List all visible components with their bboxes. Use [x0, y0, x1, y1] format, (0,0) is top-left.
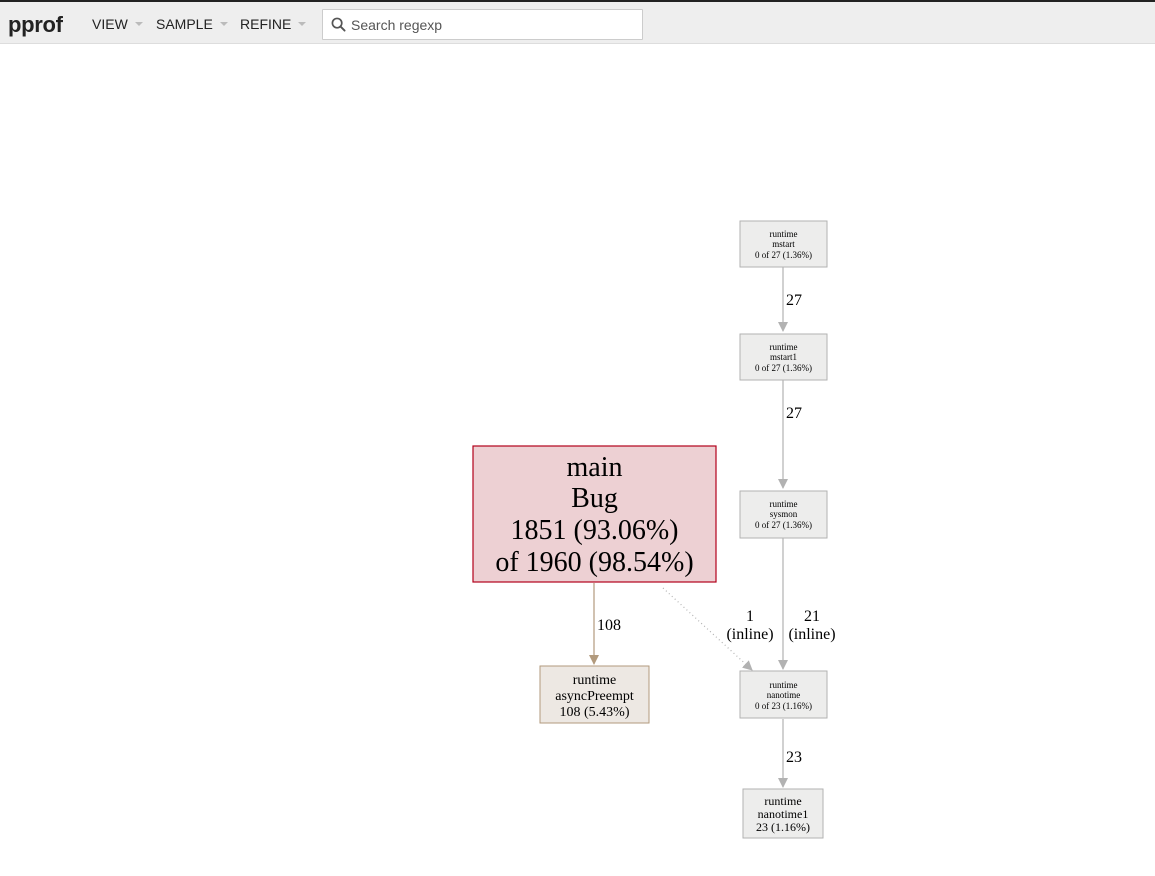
search-box[interactable]	[322, 9, 643, 40]
node-label: 1851 (93.06%)	[511, 515, 679, 546]
node-label: Bug	[571, 483, 618, 514]
node-label: runtime	[770, 342, 798, 352]
chevron-down-icon	[134, 22, 143, 26]
graph-node-runtime-mstart[interactable]: runtime mstart 0 of 27 (1.36%)	[739, 220, 828, 268]
app-logo[interactable]: pprof	[8, 12, 63, 37]
edge-label: 1	[746, 608, 754, 625]
edge-label: 23	[786, 749, 802, 766]
graph-node-runtime-sysmon[interactable]: runtime sysmon 0 of 27 (1.36%)	[739, 490, 828, 539]
edge-label: (inline)	[788, 626, 835, 643]
edge-label: (inline)	[726, 626, 773, 643]
menu-view[interactable]: VIEW	[92, 16, 143, 32]
menu-view-label: VIEW	[92, 16, 128, 32]
graph-edge[interactable]: 27	[778, 380, 802, 489]
call-graph[interactable]: 27 27 108 1 (inline) 21 (inline) 23 runt…	[0, 46, 1155, 876]
edge-label: 108	[597, 617, 621, 634]
chevron-down-icon	[298, 22, 307, 26]
node-label: nanotime	[767, 690, 801, 700]
edge-label: 27	[786, 292, 802, 309]
node-label: asyncPreempt	[555, 689, 634, 704]
search-input[interactable]	[351, 10, 636, 39]
edge-label: 21	[804, 608, 820, 625]
node-label: runtime	[573, 673, 617, 688]
menu-refine[interactable]: REFINE	[240, 16, 307, 32]
node-label: 0 of 23 (1.16%)	[755, 701, 812, 711]
edge-label: 27	[786, 405, 802, 422]
node-label: runtime	[770, 499, 798, 509]
node-label: mstart	[772, 239, 795, 249]
node-label: runtime	[764, 794, 801, 808]
graph-node-runtime-mstart1[interactable]: runtime mstart1 0 of 27 (1.36%)	[739, 333, 828, 381]
node-label: 108 (5.43%)	[560, 705, 630, 720]
node-label: runtime	[770, 680, 798, 690]
node-label: 23 (1.16%)	[756, 820, 810, 834]
graph-node-main-bug[interactable]: main Bug 1851 (93.06%) of 1960 (98.54%)	[472, 445, 717, 583]
node-label: sysmon	[770, 509, 798, 519]
graph-node-runtime-nanotime1[interactable]: runtime nanotime1 23 (1.16%)	[742, 788, 824, 839]
node-label: mstart1	[770, 352, 797, 362]
toolbar: pprof VIEW SAMPLE REFINE	[0, 0, 1155, 44]
graph-edge[interactable]: 108	[589, 583, 621, 665]
node-label: main	[567, 452, 623, 483]
menu-refine-label: REFINE	[240, 16, 292, 32]
graph-edge[interactable]: 23	[778, 719, 802, 788]
graph-edge[interactable]: 21 (inline)	[778, 538, 836, 670]
graph-node-runtime-nanotime[interactable]: runtime nanotime 0 of 23 (1.16%)	[739, 670, 828, 719]
graph-edge[interactable]: 27	[778, 267, 802, 332]
node-label: 0 of 27 (1.36%)	[755, 520, 812, 530]
node-label: 0 of 27 (1.36%)	[755, 363, 812, 373]
node-label: of 1960 (98.54%)	[495, 547, 693, 578]
search-icon	[331, 17, 346, 32]
node-label: nanotime1	[758, 807, 809, 821]
menu-sample-label: SAMPLE	[156, 16, 213, 32]
graph-edge[interactable]: 1 (inline)	[662, 587, 774, 671]
chevron-down-icon	[219, 22, 228, 26]
node-label: runtime	[770, 229, 798, 239]
node-label: 0 of 27 (1.36%)	[755, 250, 812, 260]
menu-sample[interactable]: SAMPLE	[156, 16, 228, 32]
graph-node-runtime-asyncpreempt[interactable]: runtime asyncPreempt 108 (5.43%)	[539, 665, 650, 724]
